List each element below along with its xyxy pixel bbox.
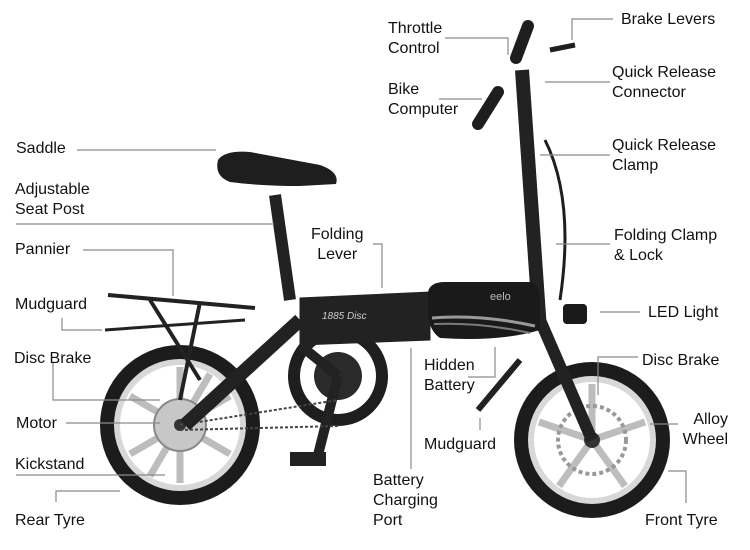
label-line: Wheel — [682, 431, 728, 448]
label-saddle: Saddle — [16, 139, 66, 159]
label-line: Brake Levers — [621, 11, 716, 28]
label-battery-charging-port: Battery Charging Port — [373, 471, 438, 531]
label-hidden-battery: Hidden Battery — [424, 356, 475, 396]
label-mudguard-front: Mudguard — [424, 435, 496, 455]
label-adjustable-seat-post: Adjustable Seat Post — [15, 180, 90, 220]
label-line: Control — [388, 40, 440, 57]
front-mudguard — [475, 358, 523, 412]
label-line: Alloy — [693, 411, 728, 428]
label-line: Quick Release — [612, 64, 717, 81]
label-led-light: LED Light — [648, 303, 718, 323]
label-line: Battery — [373, 472, 424, 489]
label-rear-tyre: Rear Tyre — [15, 511, 85, 531]
label-line: Hidden — [424, 357, 475, 374]
label-disc-brake-rear: Disc Brake — [14, 349, 91, 369]
frame — [180, 69, 598, 443]
label-line: Bike — [388, 81, 420, 98]
saddle — [217, 151, 337, 186]
frame-model-text: 1885 Disc — [322, 311, 366, 322]
label-line: Folding Clamp — [614, 227, 718, 244]
label-quick-release-clamp: Quick Release Clamp — [612, 136, 716, 176]
label-line: Quick Release — [612, 137, 717, 154]
battery-brand-text: eelo — [490, 291, 511, 303]
label-line: Port — [373, 512, 403, 529]
label-line: Connector — [612, 84, 686, 101]
label-line: Pannier — [15, 241, 71, 258]
label-line: & Lock — [614, 247, 663, 264]
label-line: LED Light — [648, 304, 719, 321]
label-mudguard-rear: Mudguard — [15, 295, 87, 315]
label-alloy-wheel: Alloy Wheel — [670, 410, 728, 450]
label-folding-clamp-lock: Folding Clamp & Lock — [614, 226, 717, 266]
leader-lines — [16, 18, 687, 503]
label-line: Adjustable — [15, 181, 90, 198]
label-disc-brake-front: Disc Brake — [642, 351, 719, 371]
label-front-tyre: Front Tyre — [645, 511, 718, 531]
label-line: Motor — [16, 415, 57, 432]
label-throttle-control: Throttle Control — [388, 19, 442, 59]
label-line: Mudguard — [15, 296, 88, 313]
label-line: Seat Post — [15, 201, 85, 218]
battery-bag: eelo 1885 Disc — [322, 282, 540, 339]
label-motor: Motor — [16, 414, 57, 434]
label-line: Lever — [317, 246, 358, 263]
label-line: Kickstand — [15, 456, 85, 473]
led-light — [563, 304, 587, 324]
label-line: Clamp — [612, 157, 659, 174]
label-line: Folding — [311, 226, 364, 243]
label-line: Front Tyre — [645, 512, 718, 529]
label-folding-lever: Folding Lever — [311, 225, 363, 265]
label-line: Disc Brake — [642, 352, 720, 369]
label-line: Computer — [388, 101, 459, 118]
label-line: Mudguard — [424, 436, 497, 453]
label-line: Rear Tyre — [15, 512, 85, 529]
label-line: Throttle — [388, 20, 443, 37]
label-bike-computer: Bike Computer — [388, 80, 458, 120]
label-line: Charging — [373, 492, 438, 509]
label-quick-release-connector: Quick Release Connector — [612, 63, 716, 103]
label-kickstand: Kickstand — [15, 455, 84, 475]
label-pannier: Pannier — [15, 240, 70, 260]
label-line: Battery — [424, 377, 475, 394]
label-line: Disc Brake — [14, 350, 92, 367]
label-line: Saddle — [16, 140, 66, 157]
rear-rack — [104, 293, 256, 401]
label-brake-levers: Brake Levers — [621, 10, 715, 30]
